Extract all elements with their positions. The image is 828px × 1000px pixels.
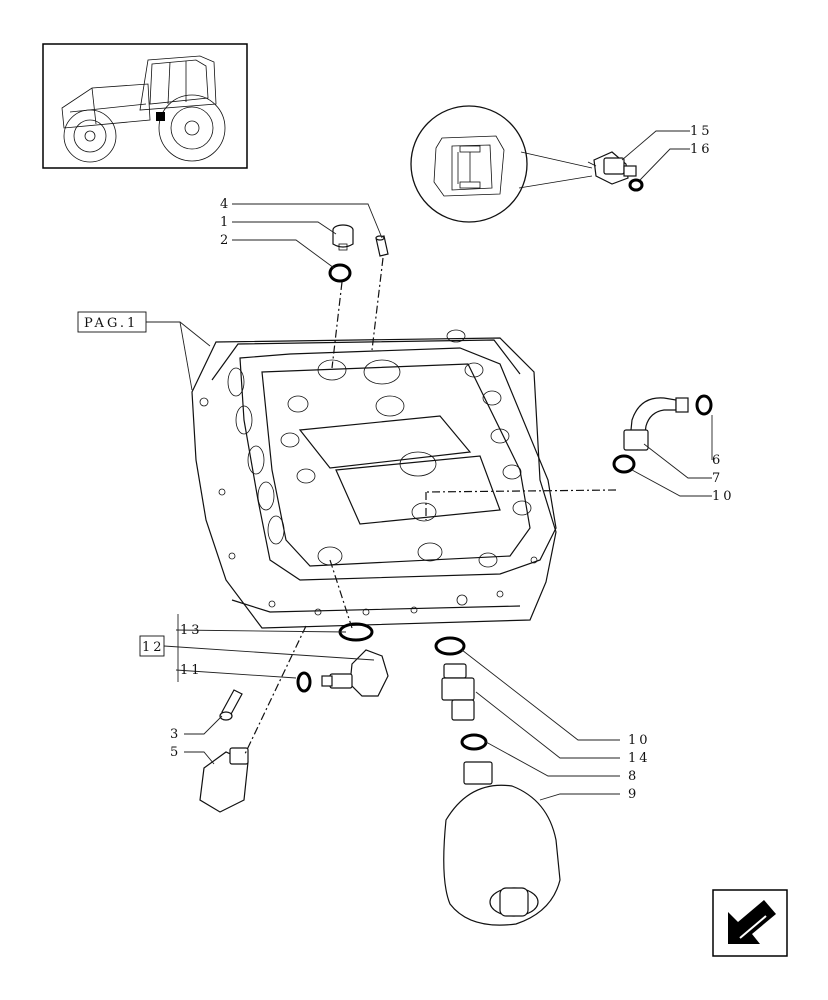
accumulator-part-9 bbox=[443, 761, 561, 926]
sensor-detail-magnifier bbox=[410, 105, 593, 223]
next-page-arrow-icon[interactable] bbox=[712, 889, 788, 957]
plug-screw-part bbox=[332, 224, 354, 251]
callout-15: 15 bbox=[690, 124, 713, 139]
o-ring-2 bbox=[328, 263, 352, 283]
leader-lines bbox=[146, 130, 713, 801]
callout-5: 5 bbox=[170, 745, 181, 760]
callout-8: 8 bbox=[628, 769, 639, 784]
o-ring-16 bbox=[628, 178, 644, 192]
callout-13: 13 bbox=[180, 623, 203, 638]
o-ring-10-lower bbox=[434, 636, 466, 656]
callout-6: 6 bbox=[712, 453, 723, 468]
callout-12: 12 bbox=[142, 640, 165, 655]
connector-part-14 bbox=[441, 663, 475, 721]
o-ring-11 bbox=[296, 671, 312, 693]
o-ring-6 bbox=[695, 394, 713, 416]
callout-14: 14 bbox=[628, 751, 651, 766]
control-valve-block bbox=[191, 329, 557, 629]
callout-box-12 bbox=[139, 635, 165, 657]
callout-16: 16 bbox=[690, 142, 713, 157]
tractor-thumbnail-icon[interactable] bbox=[42, 43, 248, 169]
callout-2: 2 bbox=[220, 233, 231, 248]
callout-7: 7 bbox=[712, 471, 723, 486]
callout-10-lower: 10 bbox=[628, 733, 651, 748]
elbow-fitting-part bbox=[623, 397, 689, 451]
o-ring-8 bbox=[460, 733, 488, 751]
callout-9: 9 bbox=[628, 787, 639, 802]
callout-4: 4 bbox=[220, 197, 231, 212]
adapter-part-5 bbox=[199, 747, 249, 813]
page-ref-box[interactable] bbox=[77, 311, 147, 333]
callout-1: 1 bbox=[220, 215, 231, 230]
callout-11: 11 bbox=[180, 663, 203, 678]
elbow-union-part bbox=[321, 649, 389, 697]
o-ring-10-upper bbox=[612, 454, 636, 474]
dowel-pin-part bbox=[375, 235, 389, 257]
pin-part-3 bbox=[219, 689, 243, 721]
callout-3: 3 bbox=[170, 727, 181, 742]
callout-10-upper: 10 bbox=[712, 489, 735, 504]
page-ref-label[interactable]: PAG.1 bbox=[84, 316, 138, 331]
pressure-switch-part bbox=[587, 151, 637, 185]
